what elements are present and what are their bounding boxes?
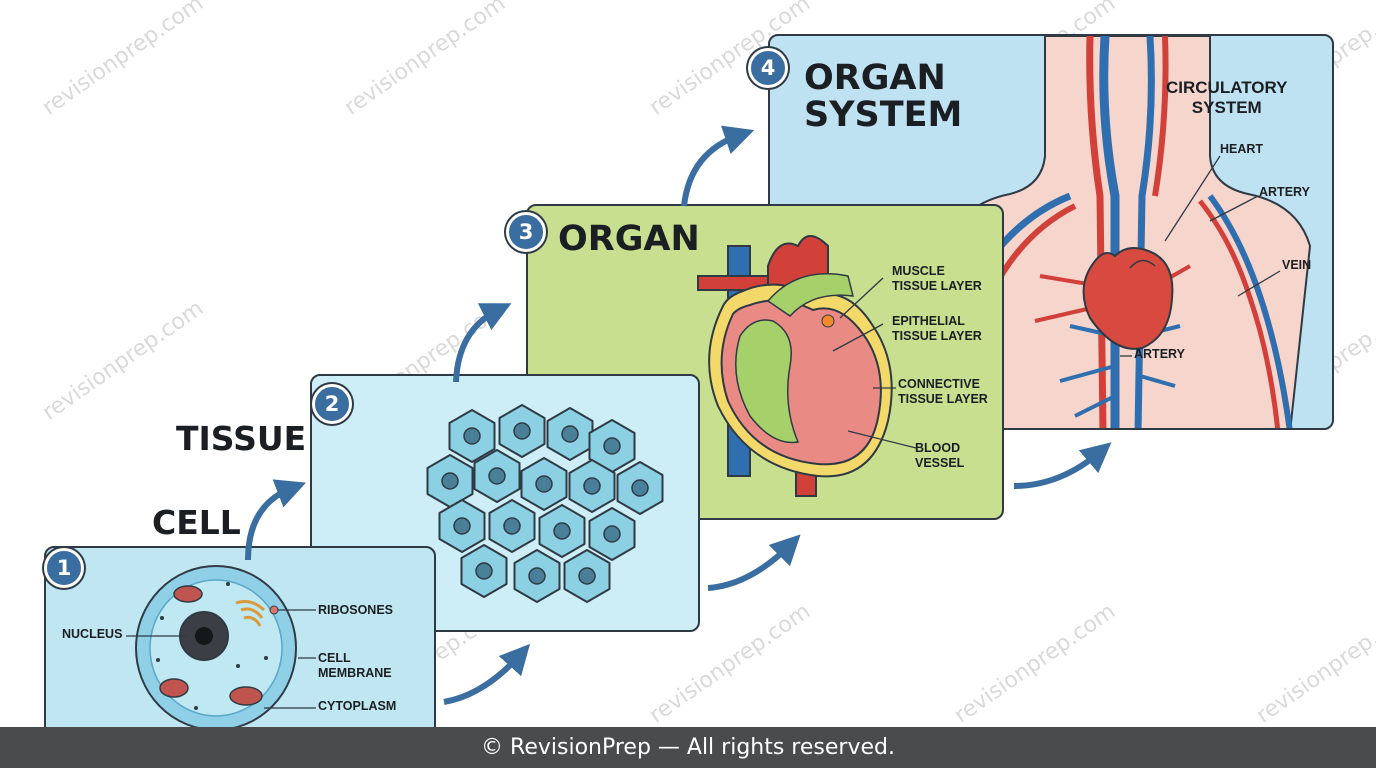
tissue-cell-nucleus <box>513 422 531 440</box>
stage-4-badge: 4 <box>748 48 788 88</box>
cell-membrane-label: CELL MEMBRANE <box>318 651 392 680</box>
stage-2-badge: 2 <box>312 384 352 424</box>
cell-illustration <box>126 565 316 731</box>
tissue-cell-nucleus <box>528 567 546 585</box>
tissue-cell-nucleus <box>603 437 621 455</box>
organ-title: ORGAN <box>558 219 700 259</box>
tissue-cell-nucleus <box>463 427 481 445</box>
artery-label-top: ARTERY <box>1259 185 1310 199</box>
copyright-footer: © RevisionPrep — All rights reserved. <box>0 727 1376 768</box>
tissue-cell-nucleus <box>553 522 571 540</box>
tissue-cell-nucleus <box>535 475 553 493</box>
arrow-organ-to-system-lower <box>1013 442 1112 489</box>
cell-panel <box>44 546 436 744</box>
tissue-cell-nucleus <box>475 562 493 580</box>
muscle-tissue-label: MUSCLE TISSUE LAYER <box>892 264 982 293</box>
artery-label-bottom: ARTERY <box>1134 347 1185 361</box>
arrow-cell-to-tissue <box>245 479 306 561</box>
arrow-cell-to-tissue-lower <box>443 643 531 705</box>
heart-label: HEART <box>1220 142 1264 156</box>
tissue-cell-nucleus <box>503 517 521 535</box>
arrow-organ-to-system <box>681 125 755 207</box>
epithelial-tissue-label: EPITHELIAL TISSUE LAYER <box>892 314 982 343</box>
organ-system-title: ORGAN SYSTEM <box>804 58 963 135</box>
cell-title: CELL <box>152 503 241 542</box>
tissue-cell-nucleus <box>578 567 596 585</box>
nucleus-label: NUCLEUS <box>62 627 123 641</box>
heart-cross-section-illustration <box>697 235 917 497</box>
tissue-panel <box>310 374 700 632</box>
tissue-cell-nucleus <box>603 525 621 543</box>
stage-1-badge: 1 <box>44 548 84 588</box>
arrow-tissue-to-organ-lower <box>707 534 801 591</box>
tissue-cell-nucleus <box>441 472 459 490</box>
cytoplasm-label: CYTOPLASM <box>318 699 397 713</box>
tissue-cells-illustration <box>426 404 664 603</box>
connective-tissue-label: CONNECTIVE TISSUE LAYER <box>898 377 988 406</box>
tissue-cell-nucleus <box>453 517 471 535</box>
arrow-tissue-to-organ <box>453 303 512 383</box>
blood-vessel-label: BLOOD VESSEL <box>915 441 965 470</box>
ribosomes-label: RIBOSONES <box>318 603 394 617</box>
tissue-title: TISSUE <box>176 419 307 458</box>
tissue-cell-nucleus <box>583 477 601 495</box>
tissue-cell-nucleus <box>561 425 579 443</box>
tissue-cell-nucleus <box>488 467 506 485</box>
vein-label: VEIN <box>1282 258 1312 272</box>
stage-3-badge: 3 <box>506 212 546 252</box>
tissue-cell-nucleus <box>631 479 649 497</box>
circulatory-system-label: CIRCULATORY SYSTEM <box>1166 78 1288 118</box>
